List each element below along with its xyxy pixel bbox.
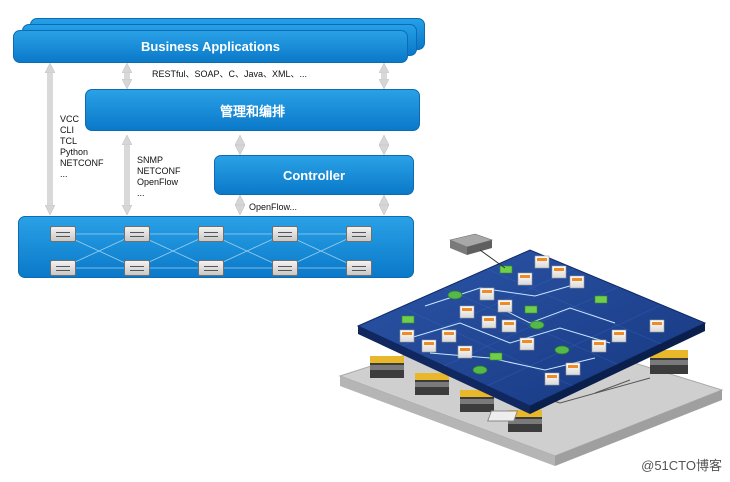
business-applications-label: Business Applications <box>141 39 280 54</box>
protocol-item: CLI <box>60 125 75 135</box>
network-switch-icon <box>50 226 76 242</box>
mid-protocol-list: SNMP NETCONF OpenFlow ... <box>137 155 181 199</box>
virtual-machine-icons <box>399 255 665 386</box>
controller-layer: Controller <box>214 155 414 195</box>
management-label: 管理和编排 <box>219 103 285 119</box>
virtual-network-illustration <box>338 233 724 466</box>
business-applications-layer: Business Applications <box>13 30 408 63</box>
virtual-switch-icons <box>401 265 608 361</box>
network-switch-icon <box>272 226 298 242</box>
network-switch-icon <box>272 260 298 276</box>
left-protocol-list: VCC CLI TCL Python NETCONF ... <box>60 114 104 180</box>
protocol-item: ... <box>137 188 145 198</box>
southbound-label: OpenFlow... <box>249 202 298 212</box>
protocol-item: NETCONF <box>60 158 104 168</box>
network-switch-icon <box>346 260 372 276</box>
controller-device-icon <box>449 233 506 269</box>
connector-arrows <box>0 0 430 230</box>
controller-label: Controller <box>282 167 346 183</box>
protocol-item: TCL <box>60 136 78 146</box>
protocol-item: SNMP <box>137 155 164 165</box>
protocol-item: ... <box>60 169 68 179</box>
virtual-router-icons <box>447 290 570 375</box>
network-switch-icon <box>124 260 150 276</box>
network-switch-icon <box>198 226 224 242</box>
northbound-api-label: RESTful、SOAP、C、Java、XML、... <box>152 69 308 79</box>
network-switch-icon <box>124 226 150 242</box>
watermark: @51CTO博客 <box>641 458 722 473</box>
protocol-item: Python <box>60 147 89 157</box>
network-switch-icon <box>198 260 224 276</box>
protocol-item: VCC <box>60 114 80 124</box>
protocol-item: OpenFlow <box>137 177 179 187</box>
network-switch-icon <box>346 226 372 242</box>
network-switch-icon <box>50 260 76 276</box>
protocol-item: NETCONF <box>137 166 181 176</box>
management-orchestration-layer: 管理和编排 <box>85 89 420 131</box>
